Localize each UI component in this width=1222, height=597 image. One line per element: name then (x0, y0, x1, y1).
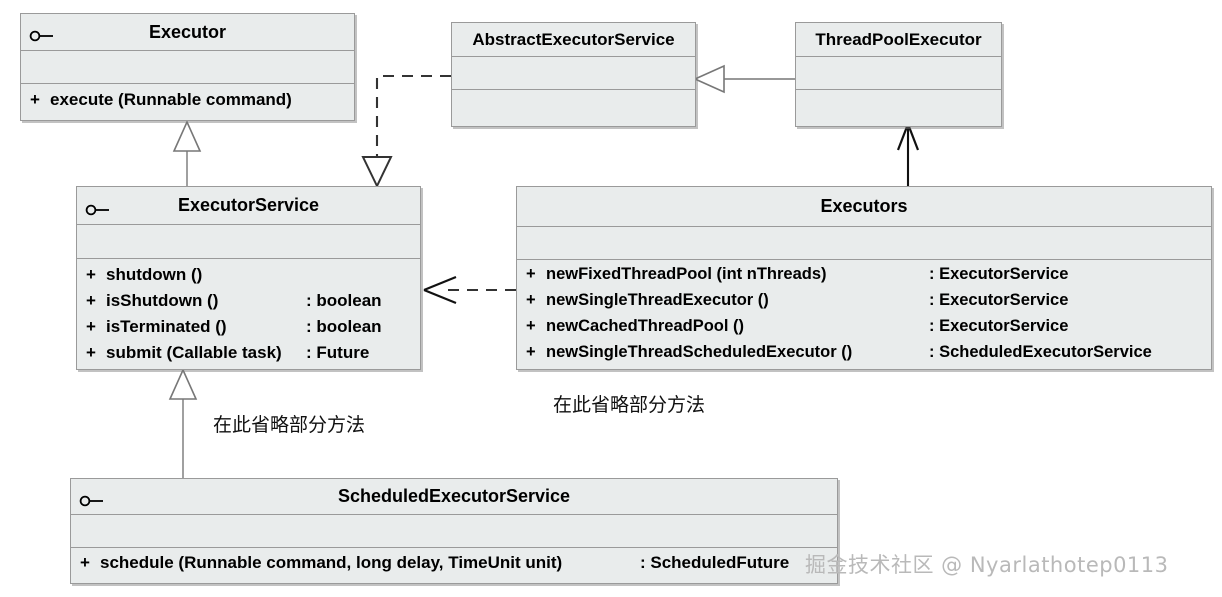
operation-signature: schedule (Runnable command, long delay, … (100, 553, 563, 572)
edge-executors-uses-threadpoolexecutor (896, 123, 920, 186)
class-header-executors: Executors (517, 187, 1211, 227)
class-box-scheduledexecutorservice[interactable]: ScheduledExecutorService + schedule (Run… (70, 478, 838, 584)
class-header-executorservice: ExecutorService (77, 187, 420, 225)
class-name-executor: Executor (148, 21, 227, 42)
operation-row: + execute (Runnable command) (21, 88, 354, 108)
class-attributes-scheduledexecutorservice (71, 515, 837, 548)
class-box-abstractexecutorservice[interactable]: AbstractExecutorService (451, 22, 696, 127)
operation-visibility: + (86, 343, 96, 362)
class-header-abstractexecutorservice: AbstractExecutorService (452, 23, 695, 57)
class-name-executors: Executors (820, 196, 908, 216)
edge-abstractexecutorservice-implements-executorservice (361, 74, 451, 189)
operation-visibility: + (30, 90, 40, 109)
class-attributes-executors (517, 227, 1211, 260)
edge-executorservice-extends-executor (172, 120, 202, 186)
interface-lollipop-icon (29, 26, 55, 42)
operation-visibility: + (80, 553, 90, 572)
operation-signature: isShutdown () (106, 291, 219, 310)
operation-return-type: : boolean (306, 317, 382, 336)
operation-row: + newSingleThreadScheduledExecutor () : … (517, 344, 1211, 370)
class-box-executorservice[interactable]: ExecutorService + shutdown () + isShutdo… (76, 186, 421, 370)
operation-row: + submit (Callable task) : Future (77, 344, 420, 370)
interface-lollipop-icon (85, 200, 111, 215)
operation-return-type: : ExecutorService (929, 291, 1069, 309)
operation-signature: submit (Callable task) (106, 343, 282, 362)
class-header-executor: Executor (21, 14, 354, 51)
edge-executors-depends-executorservice (423, 275, 516, 305)
operation-visibility: + (86, 265, 96, 284)
class-operations-abstractexecutorservice (452, 90, 695, 126)
annotation-omitted-methods-left: 在此省略部分方法 (213, 414, 366, 436)
class-name-scheduledexecutorservice: ScheduledExecutorService (337, 486, 571, 506)
operation-visibility: + (526, 291, 536, 309)
class-name-threadpoolexecutor: ThreadPoolExecutor (815, 29, 982, 49)
operation-signature: isTerminated () (106, 317, 227, 336)
edge-scheduledexecutorservice-extends-executorservice (168, 368, 198, 478)
operation-visibility: + (526, 343, 536, 361)
operation-visibility: + (86, 291, 96, 310)
operation-visibility: + (86, 317, 96, 336)
class-operations-executorservice: + shutdown () + isShutdown () : boolean … (77, 259, 420, 374)
class-box-threadpoolexecutor[interactable]: ThreadPoolExecutor (795, 22, 1002, 127)
operation-signature: execute (Runnable command) (50, 90, 292, 109)
class-operations-executor: + execute (Runnable command) (21, 84, 354, 120)
operation-row: + newFixedThreadPool (int nThreads) : Ex… (517, 266, 1211, 292)
operation-signature: newFixedThreadPool (int nThreads) (546, 265, 827, 283)
class-attributes-threadpoolexecutor (796, 57, 1001, 90)
class-attributes-executorservice (77, 225, 420, 259)
operation-return-type: : ExecutorService (929, 317, 1069, 335)
operation-return-type: : ScheduledFuture (640, 553, 790, 572)
watermark: 掘金技术社区 @ Nyarlathotep0113 (805, 553, 1169, 577)
class-box-executors[interactable]: Executors + newFixedThreadPool (int nThr… (516, 186, 1212, 370)
annotation-omitted-methods-right: 在此省略部分方法 (553, 394, 706, 416)
operation-signature: newSingleThreadExecutor () (546, 291, 769, 309)
operation-return-type: : Future (306, 343, 370, 362)
operation-row: + isShutdown () : boolean (77, 292, 420, 318)
class-operations-threadpoolexecutor (796, 90, 1001, 126)
edge-threadpoolexecutor-extends-abstractexecutorservice (693, 64, 795, 94)
class-header-threadpoolexecutor: ThreadPoolExecutor (796, 23, 1001, 57)
class-operations-scheduledexecutorservice: + schedule (Runnable command, long delay… (71, 548, 837, 575)
operation-row: + shutdown () (77, 266, 420, 292)
class-operations-executors: + newFixedThreadPool (int nThreads) : Ex… (517, 260, 1211, 374)
operation-signature: newSingleThreadScheduledExecutor () (546, 343, 853, 361)
operation-return-type: : ScheduledExecutorService (929, 343, 1152, 361)
class-name-executorservice: ExecutorService (177, 195, 320, 215)
interface-lollipop-icon (79, 491, 105, 506)
operation-row: + schedule (Runnable command, long delay… (71, 554, 837, 571)
operation-row: + isTerminated () : boolean (77, 318, 420, 344)
class-attributes-executor (21, 51, 354, 84)
operation-row: + newSingleThreadExecutor () : ExecutorS… (517, 292, 1211, 318)
operation-signature: newCachedThreadPool () (546, 317, 745, 335)
operation-row: + newCachedThreadPool () : ExecutorServi… (517, 318, 1211, 344)
operation-return-type: : ExecutorService (929, 265, 1069, 283)
class-header-scheduledexecutorservice: ScheduledExecutorService (71, 479, 837, 515)
class-name-abstractexecutorservice: AbstractExecutorService (472, 29, 675, 49)
operation-visibility: + (526, 265, 536, 283)
class-attributes-abstractexecutorservice (452, 57, 695, 90)
operation-visibility: + (526, 317, 536, 335)
operation-signature: shutdown () (106, 265, 203, 284)
operation-return-type: : boolean (306, 291, 382, 310)
class-box-executor[interactable]: Executor + execute (Runnable command) (20, 13, 355, 121)
